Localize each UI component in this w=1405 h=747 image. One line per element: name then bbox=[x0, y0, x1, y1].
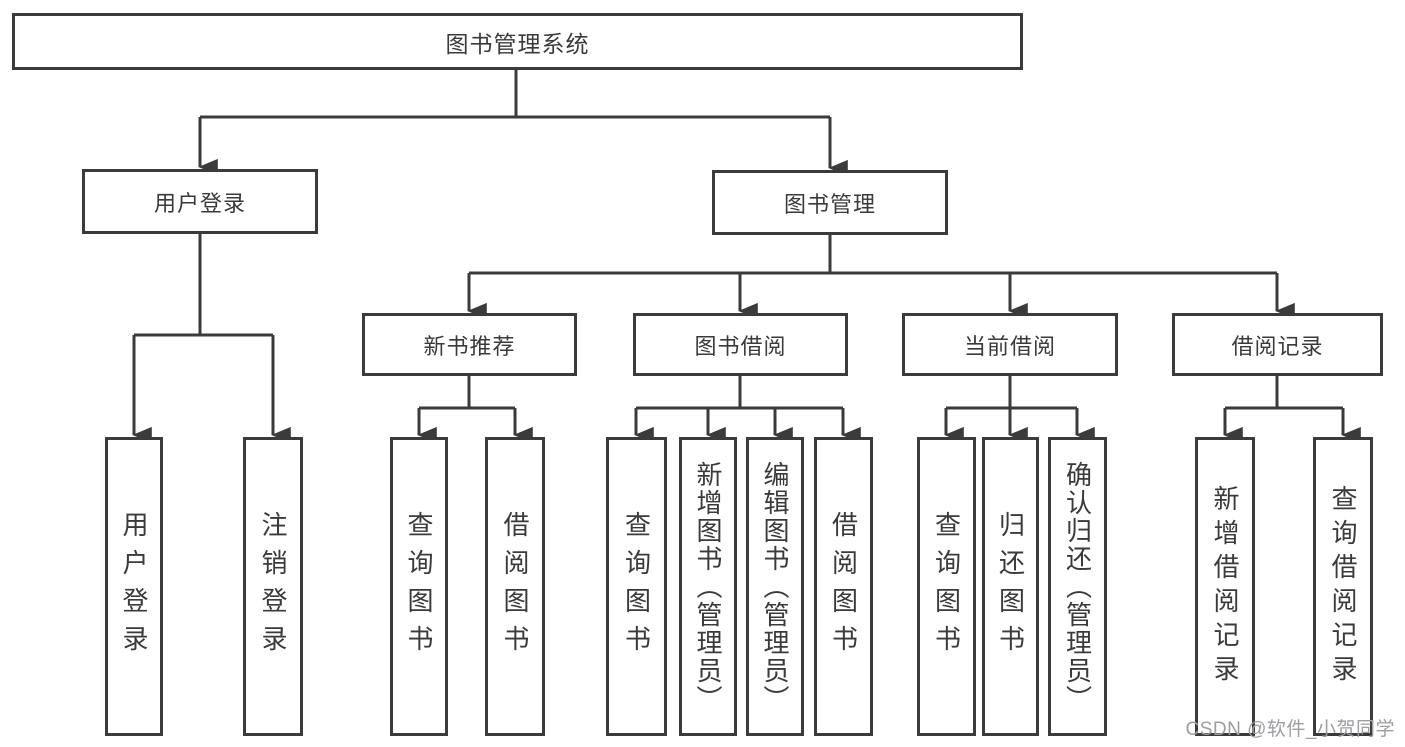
node-user-login: 用户登录 bbox=[82, 169, 318, 234]
leaf-label: 新增图书（管理员） bbox=[693, 460, 723, 713]
node-label: 图书借阅 bbox=[694, 333, 787, 359]
leaf-label: 用户登录 bbox=[119, 510, 149, 663]
leaf-newbook-borrow-books: 借阅图书 bbox=[485, 437, 545, 736]
node-borrowing-records: 借阅记录 bbox=[1172, 313, 1383, 376]
leaf-label: 查询图书 bbox=[404, 510, 434, 663]
leaf-confirm-return-admin: 确认归还（管理员） bbox=[1048, 437, 1107, 736]
leaf-borrow-borrow-books: 借阅图书 bbox=[814, 437, 873, 736]
node-new-book-recommend: 新书推荐 bbox=[362, 313, 577, 376]
leaf-newbook-query-books: 查询图书 bbox=[390, 437, 448, 736]
leaf-query-borrow-record: 查询借阅记录 bbox=[1313, 437, 1373, 736]
leaf-return-books: 归还图书 bbox=[982, 437, 1039, 736]
node-label: 图书管理 bbox=[783, 191, 876, 217]
node-book-management: 图书管理 bbox=[712, 170, 948, 235]
leaf-label: 查询图书 bbox=[931, 510, 962, 663]
node-book-borrowing: 图书借阅 bbox=[633, 313, 848, 376]
leaf-edit-books-admin: 编辑图书（管理员） bbox=[746, 437, 804, 736]
leaf-add-books-admin: 新增图书（管理员） bbox=[679, 437, 737, 736]
leaf-label: 编辑图书（管理员） bbox=[760, 460, 790, 713]
node-library-management-system: 图书管理系统 bbox=[12, 13, 1023, 70]
node-current-borrowing: 当前借阅 bbox=[902, 313, 1118, 376]
node-label: 图书管理系统 bbox=[445, 30, 590, 57]
leaf-label: 查询图书 bbox=[621, 510, 652, 663]
node-label: 借阅记录 bbox=[1231, 333, 1324, 359]
leaf-user-login: 用户登录 bbox=[105, 437, 163, 736]
node-label: 新书推荐 bbox=[423, 333, 516, 359]
node-label: 用户登录 bbox=[153, 190, 246, 216]
leaf-add-borrow-record: 新增借阅记录 bbox=[1195, 437, 1255, 736]
leaf-label: 借阅图书 bbox=[828, 510, 859, 663]
leaf-label: 借阅图书 bbox=[500, 510, 530, 663]
leaf-label: 注销登录 bbox=[258, 510, 288, 663]
leaf-logout: 注销登录 bbox=[243, 437, 303, 736]
leaf-label: 确认归还（管理员） bbox=[1062, 460, 1093, 713]
leaf-borrow-query-books: 查询图书 bbox=[606, 437, 667, 736]
node-label: 当前借阅 bbox=[963, 333, 1056, 359]
csdn-watermark: CSDN @软件_小贺同学 bbox=[1185, 719, 1395, 740]
leaf-label: 查询借阅记录 bbox=[1328, 484, 1358, 689]
leaf-label: 新增借阅记录 bbox=[1210, 484, 1240, 689]
leaf-label: 归还图书 bbox=[995, 510, 1026, 663]
leaf-current-query-books: 查询图书 bbox=[917, 437, 976, 736]
